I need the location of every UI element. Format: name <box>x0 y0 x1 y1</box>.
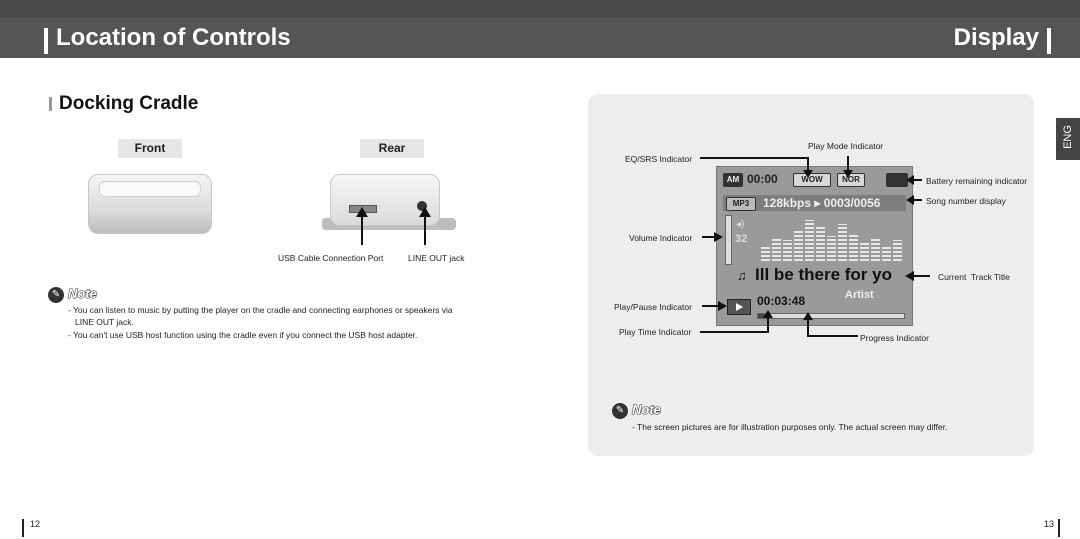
equalizer-bar <box>882 247 891 261</box>
progress-fill <box>758 314 770 318</box>
note-text-right: - The screen pictures are for illustrati… <box>632 422 948 432</box>
clock-display: 00:00 <box>747 172 778 186</box>
eq-srs-indicator-label: EQ/SRS Indicator <box>625 154 693 164</box>
equalizer-bar <box>805 220 814 261</box>
header-bar: Location of Controls Display <box>0 0 1080 58</box>
rear-label: Rear <box>360 139 424 158</box>
eq-srs-badge: WOW <box>793 173 831 187</box>
play-mode-indicator-label: Play Mode Indicator <box>808 141 884 151</box>
rear-callout-arrows <box>356 207 431 245</box>
right-page-title: Display <box>953 24 1039 51</box>
section-marker <box>49 97 52 111</box>
volume-slider <box>725 215 732 265</box>
language-tab-label: ENG <box>1062 125 1074 149</box>
equalizer-bar <box>783 240 792 261</box>
play-pause-indicator-label: Play/Pause Indicator <box>614 302 692 312</box>
note-line-1: - You can listen to music by putting the… <box>68 305 453 315</box>
page-number-bar-right <box>1058 519 1060 537</box>
usb-port-label: USB Cable Connection Port <box>278 253 384 263</box>
cradle-front-image <box>88 174 212 234</box>
equalizer-bars <box>761 215 906 261</box>
equalizer-bar <box>860 243 869 261</box>
section-title: Docking Cradle <box>59 93 199 114</box>
music-note-icon: ♫ <box>737 268 747 283</box>
play-mode-badge: NOR <box>837 173 865 187</box>
equalizer-bar <box>838 224 847 261</box>
track-title-label: Current Track Title <box>938 272 1010 282</box>
header-left-bar <box>44 28 48 54</box>
screen-callout-arrows <box>700 156 930 337</box>
song-number-label: Song number display <box>926 196 1006 206</box>
progress-bar <box>757 313 905 319</box>
note-pencil-icon: ✎ <box>48 287 64 303</box>
volume-level: 32 <box>735 233 748 245</box>
language-tab: ENG <box>1056 118 1080 160</box>
front-label: Front <box>118 139 182 158</box>
info-band <box>723 195 906 211</box>
note-line-3: - You can't use USB host function using … <box>68 330 418 340</box>
song-title: Ill be there for yo <box>755 265 892 284</box>
volume-indicator-label: Volume Indicator <box>629 233 693 243</box>
line-out-jack-icon <box>417 201 427 211</box>
equalizer-bar <box>827 236 836 261</box>
note-line-2: LINE OUT jack. <box>75 317 134 327</box>
equalizer-bar <box>849 233 858 261</box>
equalizer-bar <box>772 238 781 261</box>
note-heading-right: Note <box>632 402 662 418</box>
equalizer-bar <box>761 245 770 261</box>
page-number-right: 13 <box>1044 519 1055 529</box>
play-time-indicator-label: Play Time Indicator <box>619 327 692 337</box>
am-badge: AM <box>723 173 743 187</box>
page-number-bar-left <box>22 519 24 537</box>
line-out-label: LINE OUT jack <box>408 253 465 263</box>
speaker-icon: ◂) <box>736 219 745 230</box>
format-badge: MP3 <box>726 197 756 211</box>
battery-indicator-label: Battery remaining indicator <box>926 176 1028 186</box>
play-time: 00:03:48 <box>757 294 806 308</box>
progress-indicator-label: Progress Indicator <box>860 333 929 343</box>
equalizer-bar <box>871 238 880 261</box>
bitrate-track-number: 128kbps ▸ 0003/0056 <box>763 196 881 210</box>
equalizer-bar <box>816 226 825 261</box>
note-pencil-icon-right: ✎ <box>612 403 628 419</box>
page-number-left: 12 <box>30 519 41 529</box>
artist-name: Artist <box>845 289 874 301</box>
header-stripe <box>0 0 1080 18</box>
cradle-rear-image <box>330 174 440 226</box>
equalizer-bar <box>794 229 803 261</box>
equalizer-bar <box>893 240 902 261</box>
player-screen: AM 00:00 WOW NOR MP3 128kbps ▸ 0003/0056… <box>716 166 913 326</box>
note-heading: Note <box>68 286 98 302</box>
header-right-bar <box>1047 28 1051 54</box>
play-icon <box>727 299 751 315</box>
left-page-title: Location of Controls <box>56 24 291 51</box>
